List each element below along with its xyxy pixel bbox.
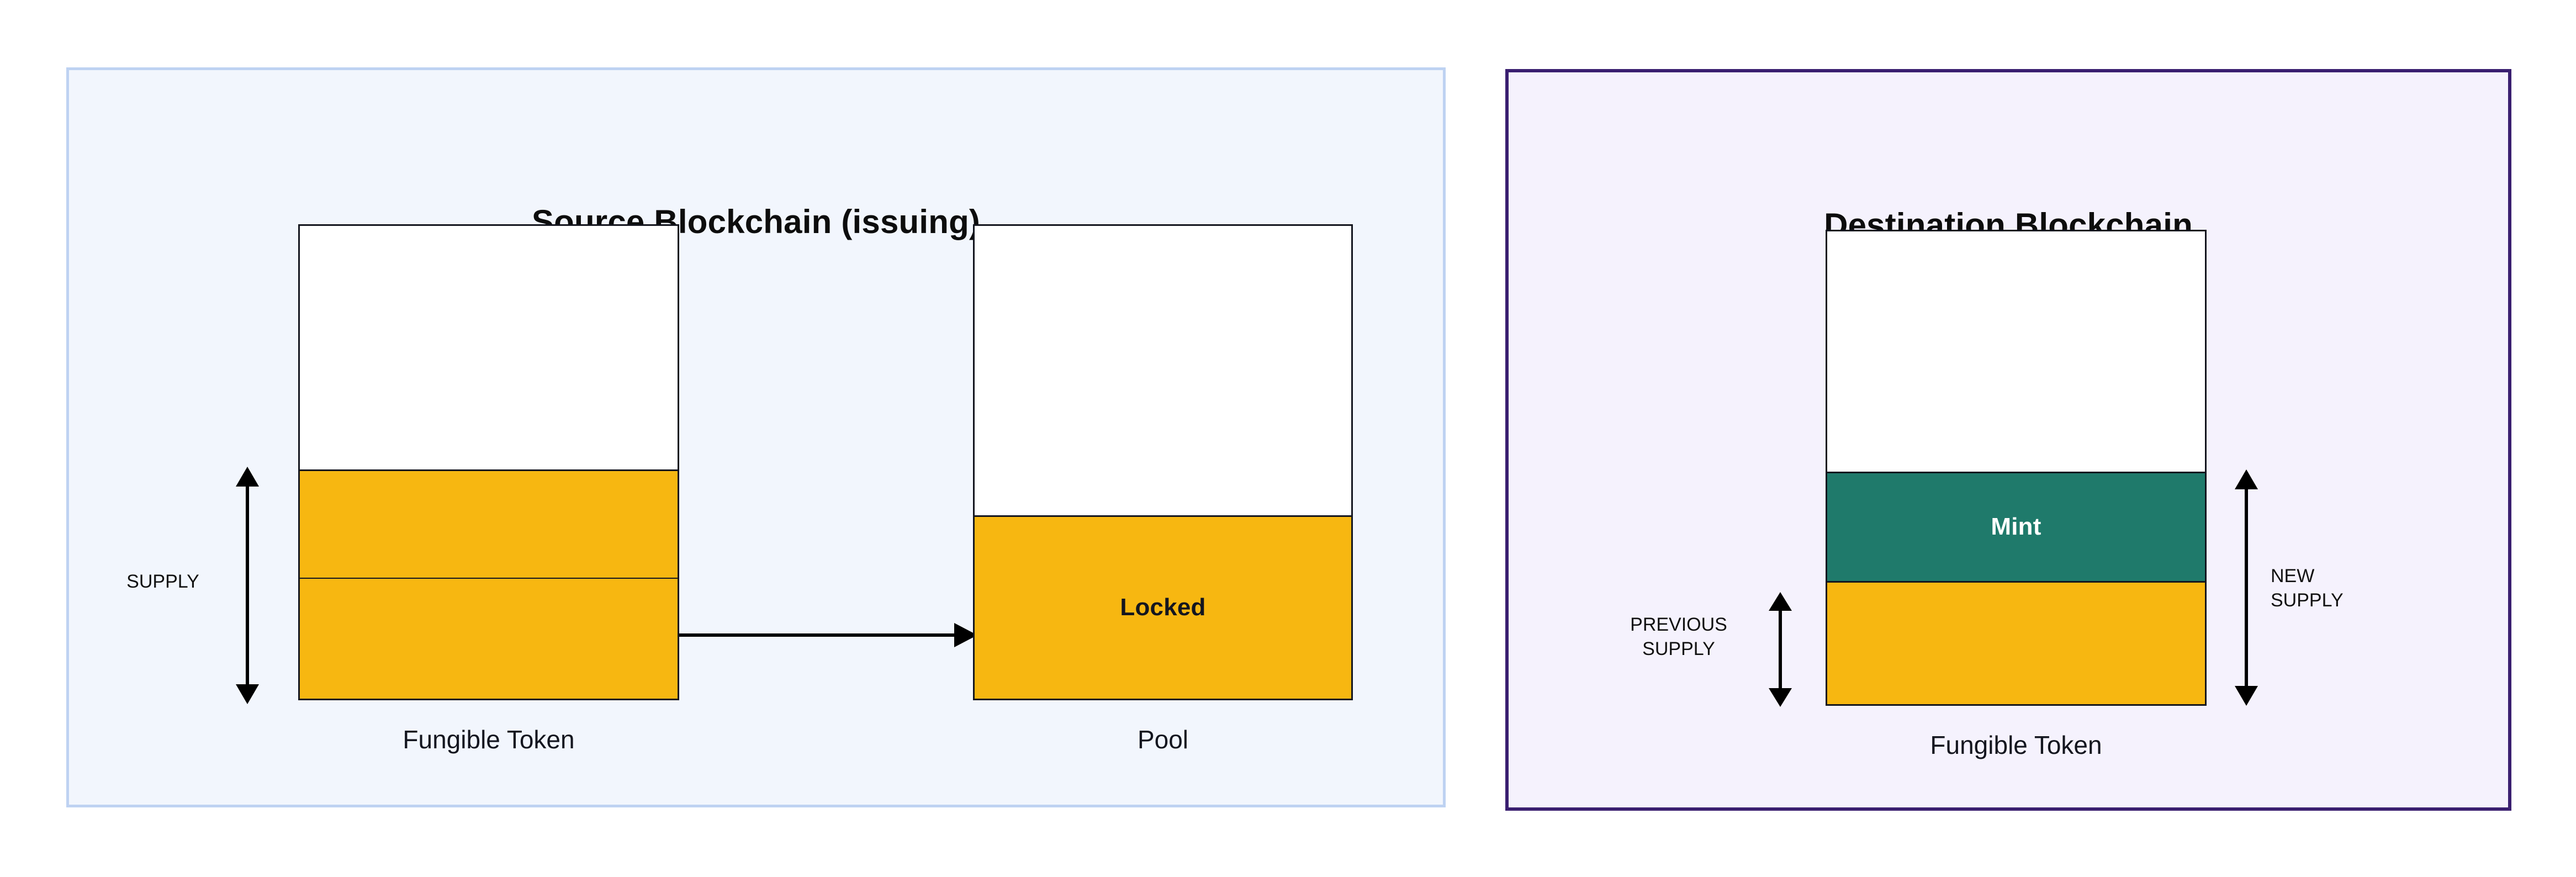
source-token-headroom-segment bbox=[300, 226, 678, 469]
pool-headroom-segment bbox=[975, 226, 1351, 515]
source-token-supply-lower-segment bbox=[300, 577, 678, 699]
pool-caption: Pool bbox=[1137, 725, 1189, 754]
destination-fungible-token-caption: Fungible Token bbox=[1930, 731, 2102, 759]
previous-supply-measure-label: PREVIOUS SUPPLY bbox=[1630, 614, 1727, 659]
source-fungible-token-bar bbox=[298, 224, 679, 700]
dest-token-previous-supply-segment bbox=[1827, 580, 2205, 704]
previous-supply-measure-arrow bbox=[1767, 592, 1794, 707]
pool-locked-segment: Locked bbox=[975, 515, 1351, 699]
supply-measure-arrow bbox=[234, 467, 261, 704]
dest-token-mint-segment: Mint bbox=[1827, 471, 2205, 581]
pool-locked-label: Locked bbox=[1120, 594, 1206, 621]
mint-label: Mint bbox=[1991, 513, 2041, 541]
pool-bar: Locked bbox=[973, 224, 1353, 700]
destination-fungible-token-bar: Mint bbox=[1826, 230, 2207, 706]
new-supply-measure-label: NEW SUPPLY bbox=[2271, 566, 2344, 611]
dest-token-headroom-segment bbox=[1827, 231, 2205, 472]
new-supply-measure-arrow bbox=[2233, 469, 2260, 706]
source-token-supply-upper-segment bbox=[300, 469, 678, 578]
source-fungible-token-caption: Fungible Token bbox=[403, 725, 575, 754]
lock-transfer-arrow bbox=[679, 619, 977, 652]
supply-measure-label: SUPPLY bbox=[126, 571, 199, 592]
